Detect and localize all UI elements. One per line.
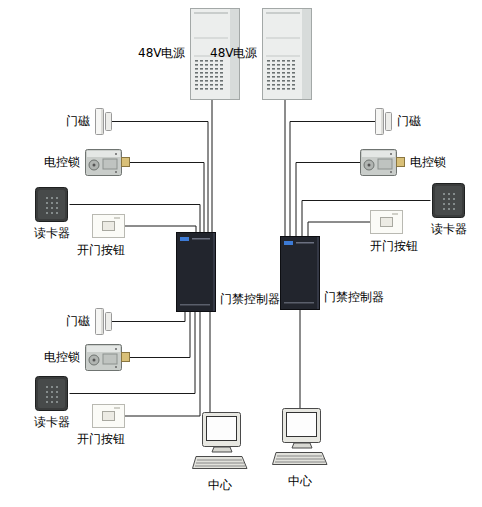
card-reader: 读卡器: [34, 376, 70, 430]
card-reader-icon: [432, 183, 465, 218]
exit-button: 开门按钮: [370, 210, 418, 254]
device-label: 中心: [288, 474, 312, 489]
device-label: 门磁: [397, 114, 421, 129]
device-label: 门禁控制器: [220, 292, 280, 307]
wire: [210, 312, 211, 412]
wire: [285, 100, 286, 236]
electric-lock-icon: [85, 340, 130, 375]
electric-lock-icon: [360, 145, 405, 180]
card-reader: 读卡器: [431, 183, 467, 237]
exit-button: 开门按钮: [77, 404, 125, 447]
device-label: 开门按钮: [370, 239, 418, 254]
wire: [130, 312, 190, 358]
door-sensor-icon: [375, 108, 392, 135]
center-computer-icon: [272, 408, 328, 466]
device-label: 读卡器: [34, 415, 70, 430]
electric-lock: 电控锁: [44, 340, 130, 375]
wire: [125, 312, 200, 416]
wire: [296, 163, 360, 237]
device-label: 电控锁: [44, 350, 80, 365]
card-reader-icon: [35, 376, 68, 411]
wire: [212, 100, 213, 232]
device-label: 门磁: [66, 314, 90, 329]
access-controller-icon: [176, 232, 216, 312]
card-reader-icon: [35, 187, 68, 222]
access-controller: 门禁控制器: [176, 232, 280, 312]
device-label: 电控锁: [44, 155, 80, 170]
wire: [112, 312, 185, 322]
power-supply-icon: [262, 8, 312, 100]
center-computer-icon: [192, 412, 248, 470]
device-label: 门磁: [66, 114, 90, 129]
wire: [70, 205, 201, 233]
wire: [130, 163, 204, 233]
device-label: 开门按钮: [77, 243, 125, 258]
door-sensor: 门磁: [66, 308, 112, 335]
wire: [112, 122, 208, 233]
exit-button-icon: [370, 210, 403, 234]
wire: [302, 201, 431, 237]
access-controller: 门禁控制器: [280, 236, 384, 310]
device-label: 中心: [208, 478, 232, 493]
device-label: 电控锁: [410, 155, 446, 170]
electric-lock: 电控锁: [44, 145, 130, 180]
wire: [308, 222, 370, 236]
access-controller-icon: [280, 236, 320, 310]
door-sensor: 门磁: [375, 108, 421, 135]
exit-button: 开门按钮: [77, 214, 125, 258]
exit-button-icon: [92, 214, 125, 238]
device-label: 开门按钮: [77, 432, 125, 447]
door-sensor-icon: [95, 308, 112, 335]
electric-lock-icon: [85, 145, 130, 180]
card-reader: 读卡器: [34, 187, 70, 241]
door-sensor: 门磁: [66, 108, 112, 135]
wire: [300, 310, 301, 408]
device-label: 门禁控制器: [324, 290, 384, 305]
center-computer: 中心: [272, 408, 328, 489]
device-label: 读卡器: [34, 226, 70, 241]
power-supply: 48V电源: [210, 8, 312, 100]
exit-button-icon: [92, 404, 125, 428]
device-label: 读卡器: [431, 222, 467, 237]
center-computer: 中心: [192, 412, 248, 493]
wire: [125, 226, 196, 232]
device-label: 48V电源: [138, 46, 185, 61]
device-label: 48V电源: [210, 46, 257, 61]
door-sensor-icon: [95, 108, 112, 135]
wire: [290, 122, 375, 237]
electric-lock: 电控锁: [360, 145, 446, 180]
